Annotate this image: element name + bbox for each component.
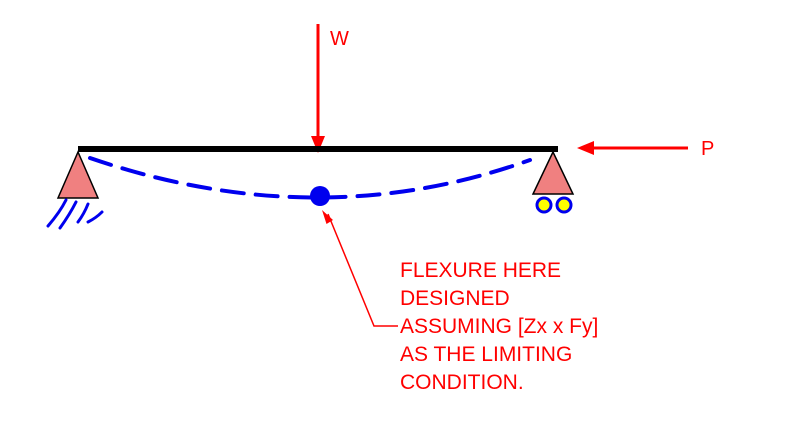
annotation-leader-arrowhead [322, 210, 333, 224]
left-pin-support [56, 150, 100, 199]
right-roller-support [531, 150, 575, 195]
annotation-line-1: FLEXURE HERE [400, 259, 562, 282]
annotation-line-2: DESIGNED [400, 287, 510, 310]
deflected-shape-curve [88, 156, 532, 200]
annotation-line-5: CONDITION. [400, 371, 524, 394]
flexure-annotation: FLEXURE HERE DESIGNED ASSUMING [Zx x Fy]… [400, 257, 598, 397]
load-p-arrowhead [577, 141, 594, 155]
roller-wheel-left [535, 196, 553, 214]
load-w-arrowhead [311, 136, 325, 153]
annotation-line-3: ASSUMING [Zx x Fy] [400, 315, 599, 338]
load-p-label: P [701, 138, 715, 160]
max-flexure-point [310, 186, 330, 206]
annotation-leader-line [327, 213, 398, 327]
roller-wheel-right [555, 196, 573, 214]
left-support-hatch [46, 198, 104, 230]
annotation-line-4: AS THE LIMITING [400, 343, 573, 366]
load-w-label: W [330, 28, 349, 50]
